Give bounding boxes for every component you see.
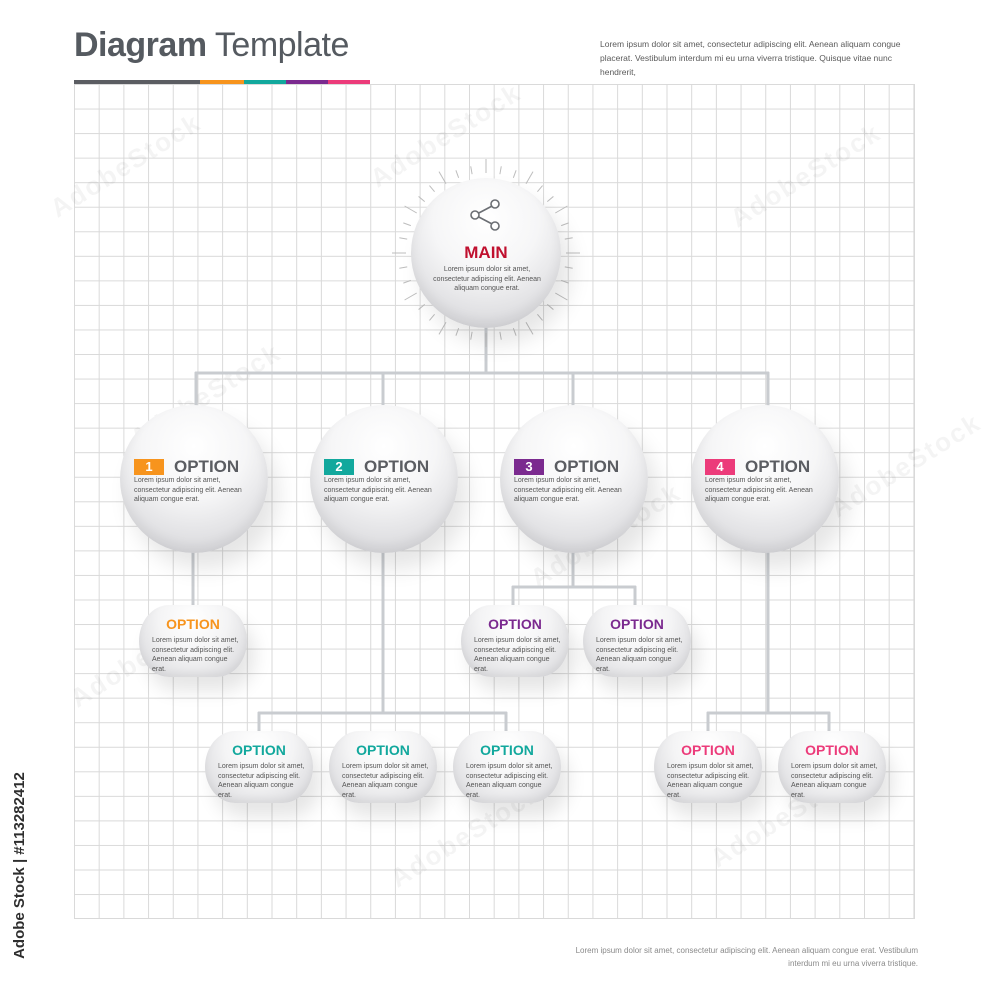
burst-ray xyxy=(546,196,554,202)
option-description: Lorem ipsum dolor sit amet, consectetur … xyxy=(705,477,813,503)
burst-ray xyxy=(499,166,502,175)
burst-ray xyxy=(555,292,568,301)
option-header: 4 OPTION xyxy=(705,457,810,477)
option-node-1: 1 OPTION Lorem ipsum dolor sit amet, con… xyxy=(120,405,268,553)
sub-option-description: Lorem ipsum dolor sit amet, consectetur … xyxy=(342,763,429,799)
color-bar-purple xyxy=(286,80,328,84)
main-label: MAIN xyxy=(464,243,508,262)
burst-ray xyxy=(546,304,554,310)
sub-option-node: OPTION Lorem ipsum dolor sit amet, conse… xyxy=(778,731,886,803)
burst-ray xyxy=(429,185,435,193)
sub-option-title: OPTION xyxy=(166,616,220,632)
burst-ray xyxy=(525,322,534,335)
stock-id-label: Adobe Stock | #113282412 xyxy=(6,770,32,960)
burst-ray xyxy=(455,170,460,178)
sub-option-title: OPTION xyxy=(480,742,534,758)
option-description: Lorem ipsum dolor sit amet, consectetur … xyxy=(324,477,432,503)
option-title: OPTION xyxy=(554,457,620,476)
burst-ray xyxy=(555,205,568,214)
burst-ray xyxy=(418,196,426,202)
option-number-badge: 1 xyxy=(134,459,164,475)
sub-option-title: OPTION xyxy=(610,616,664,632)
burst-ray xyxy=(403,222,411,227)
option-title: OPTION xyxy=(745,457,811,476)
color-bar xyxy=(74,80,370,84)
sub-option-title: OPTION xyxy=(488,616,542,632)
burst-ray xyxy=(470,166,473,175)
burst-ray xyxy=(470,331,473,340)
header-description: Lorem ipsum dolor sit amet, consectetur … xyxy=(600,39,901,77)
burst-ray xyxy=(455,328,460,336)
option-header: 2 OPTION xyxy=(324,457,429,477)
burst-ray xyxy=(512,328,517,336)
option-number-badge: 3 xyxy=(514,459,544,475)
burst-ray xyxy=(438,171,447,184)
option-node-4: 4 OPTION Lorem ipsum dolor sit amet, con… xyxy=(691,405,839,553)
sub-option-description: Lorem ipsum dolor sit amet, consectetur … xyxy=(791,763,878,799)
burst-ray xyxy=(404,205,417,214)
sub-option-description: Lorem ipsum dolor sit amet, consectetur … xyxy=(596,637,683,673)
burst-ray xyxy=(399,237,408,240)
burst-ray xyxy=(403,279,411,284)
burst-ray xyxy=(512,170,517,178)
sub-option-node: OPTION Lorem ipsum dolor sit amet, conse… xyxy=(654,731,762,803)
burst-ray xyxy=(525,171,534,184)
footer-description: Lorem ipsum dolor sit amet, consectetur … xyxy=(575,946,918,968)
option-title: OPTION xyxy=(364,457,430,476)
main-node: MAIN Lorem ipsum dolor sit amet, consect… xyxy=(411,178,561,328)
color-bar-teal xyxy=(244,80,286,84)
sub-option-node: OPTION Lorem ipsum dolor sit amet, conse… xyxy=(583,605,691,677)
sub-option-node: OPTION Lorem ipsum dolor sit amet, conse… xyxy=(461,605,569,677)
sub-option-description: Lorem ipsum dolor sit amet, consectetur … xyxy=(218,763,305,799)
sub-option-description: Lorem ipsum dolor sit amet, consectetur … xyxy=(474,637,561,673)
sub-option-description: Lorem ipsum dolor sit amet, consectetur … xyxy=(466,763,553,799)
option-node-3: 3 OPTION Lorem ipsum dolor sit amet, con… xyxy=(500,405,648,553)
burst-ray xyxy=(564,266,573,269)
burst-ray xyxy=(561,222,569,227)
share-icon xyxy=(470,199,500,231)
option-header: 3 OPTION xyxy=(514,457,619,477)
burst-ray xyxy=(438,322,447,335)
option-title: OPTION xyxy=(174,457,240,476)
burst-ray xyxy=(537,313,543,321)
burst-ray xyxy=(499,331,502,340)
color-bar-pink xyxy=(328,80,370,84)
sub-option-title: OPTION xyxy=(681,742,735,758)
burst-ray xyxy=(399,266,408,269)
sub-option-title: OPTION xyxy=(356,742,410,758)
burst-ray xyxy=(429,313,435,321)
option-description: Lorem ipsum dolor sit amet, consectetur … xyxy=(514,477,622,503)
stock-id-text: Adobe Stock | #113282412 xyxy=(10,771,28,959)
sub-option-node: OPTION Lorem ipsum dolor sit amet, conse… xyxy=(139,605,247,677)
title-bold: Diagram xyxy=(74,26,207,64)
option-number-badge: 2 xyxy=(324,459,354,475)
burst-ray xyxy=(418,304,426,310)
sub-option-title: OPTION xyxy=(232,742,286,758)
option-description: Lorem ipsum dolor sit amet, consectetur … xyxy=(134,477,242,503)
color-bar-dark xyxy=(74,80,200,84)
page-title: Diagram Template xyxy=(74,26,349,65)
sub-option-description: Lorem ipsum dolor sit amet, consectetur … xyxy=(152,637,239,673)
color-bar-orange xyxy=(200,80,244,84)
option-number-badge: 4 xyxy=(705,459,735,475)
sub-option-title: OPTION xyxy=(805,742,859,758)
burst-ray xyxy=(404,292,417,301)
burst-ray xyxy=(564,237,573,240)
main-burst-rays xyxy=(392,159,580,347)
sub-option-node: OPTION Lorem ipsum dolor sit amet, conse… xyxy=(329,731,437,803)
sub-option-description: Lorem ipsum dolor sit amet, consectetur … xyxy=(667,763,754,799)
sub-option-node: OPTION Lorem ipsum dolor sit amet, conse… xyxy=(453,731,561,803)
burst-ray xyxy=(537,185,543,193)
option-node-2: 2 OPTION Lorem ipsum dolor sit amet, con… xyxy=(310,405,458,553)
title-light: Template xyxy=(214,26,349,64)
burst-ray xyxy=(561,279,569,284)
option-header: 1 OPTION xyxy=(134,457,239,477)
main-description: Lorem ipsum dolor sit amet, consectetur … xyxy=(433,266,541,292)
sub-option-node: OPTION Lorem ipsum dolor sit amet, conse… xyxy=(205,731,313,803)
